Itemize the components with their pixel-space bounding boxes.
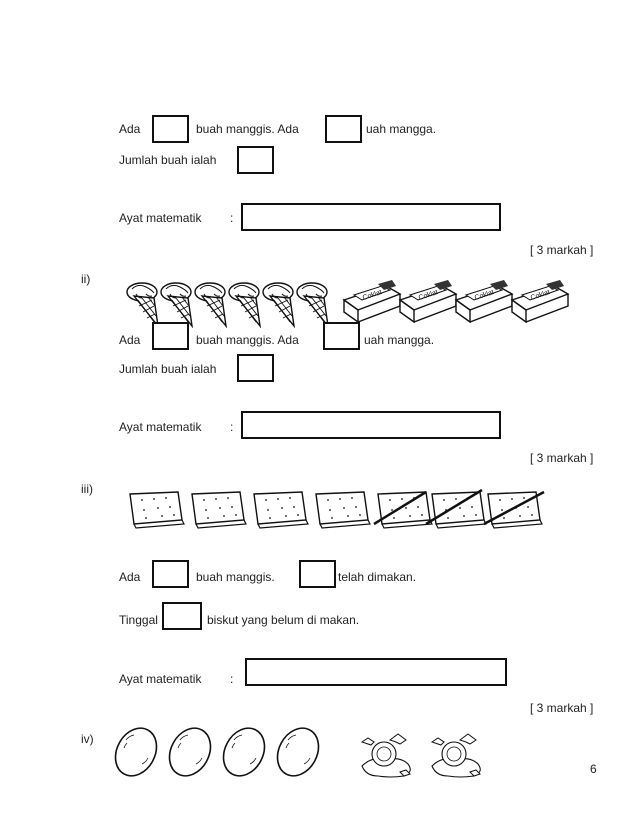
- biscuit-icon: [377, 491, 433, 529]
- q2-manggis-answer-box[interactable]: [152, 322, 189, 350]
- q3-ayat-label: Ayat matematik: [119, 672, 202, 686]
- cross-out-line: [425, 488, 483, 526]
- q2-mangga-text: uah mangga.: [364, 333, 435, 347]
- chocolate-bar-icon: [399, 279, 457, 323]
- q1-jumlah-answer-box[interactable]: [237, 146, 274, 174]
- q2-picture-row: Coklat: [126, 279, 569, 327]
- q2-ayat-label: Ayat matematik: [119, 420, 202, 434]
- q1-jumlah-text: Jumlah buah ialah: [119, 153, 217, 167]
- q3-label: iii): [81, 482, 93, 496]
- ice-cream-cone-icon: [262, 282, 295, 327]
- ice-cream-cone-icon: [126, 282, 159, 327]
- q3-ada-answer-box[interactable]: [152, 560, 189, 588]
- q3-biskut-text: biskut yang belum di makan.: [207, 613, 360, 627]
- chocolate-bar-icon: [511, 279, 569, 323]
- ice-cream-cone-icon: [296, 282, 329, 327]
- q1-markah: [ 3 markah ]: [530, 243, 594, 257]
- q2-manggis-text: buah manggis. Ada: [196, 333, 299, 347]
- q1-ada-text: Ada: [119, 122, 141, 136]
- biscuit-icon: [191, 491, 247, 529]
- page-number: 6: [590, 762, 597, 776]
- egg-icon: [108, 722, 166, 780]
- chocolate-bar-icon: [343, 279, 401, 323]
- q1-ayat-label: Ayat matematik: [119, 211, 202, 225]
- q1-manggis-answer-box[interactable]: [152, 115, 189, 143]
- cross-out-line: [373, 490, 427, 526]
- ice-cream-cone-icon: [160, 282, 193, 327]
- biscuit-icon: [315, 491, 371, 529]
- egg-icon: [160, 722, 220, 780]
- cracked-egg-icon: [361, 733, 411, 778]
- q1-colon: :: [230, 211, 234, 225]
- ice-cream-cone-icon: [194, 282, 227, 327]
- q3-picture-row: [129, 488, 545, 529]
- egg-icon: [214, 722, 274, 780]
- q3-manggis-text: buah manggis.: [196, 570, 275, 584]
- q1-ayat-answer-box[interactable]: [241, 203, 501, 231]
- cross-out-line: [483, 490, 545, 526]
- q3-colon: :: [230, 672, 234, 686]
- q2-jumlah-answer-box[interactable]: [237, 354, 274, 382]
- cracked-egg-icon: [431, 733, 481, 778]
- q3-ayat-answer-box[interactable]: [245, 658, 507, 686]
- chocolate-bar-icon: [455, 279, 513, 323]
- q2-jumlah-text: Jumlah buah ialah: [119, 362, 217, 376]
- q2-label: ii): [81, 272, 91, 286]
- biscuit-icon: [431, 491, 487, 529]
- q3-ada-text: Ada: [119, 570, 141, 584]
- q2-mangga-answer-box[interactable]: [323, 322, 360, 350]
- egg-icon: [268, 722, 328, 780]
- q2-ada-text: Ada: [119, 333, 141, 347]
- biscuit-icon: [129, 491, 185, 529]
- q4-label: iv): [81, 732, 94, 746]
- q3-tinggal-answer-box[interactable]: [162, 602, 202, 630]
- q3-markah: [ 3 markah ]: [530, 701, 594, 715]
- q2-ayat-answer-box[interactable]: [241, 411, 501, 439]
- q4-picture-row: [108, 722, 481, 780]
- biscuit-icon: [253, 491, 309, 529]
- q2-markah: [ 3 markah ]: [530, 451, 594, 465]
- q1-mangga-text: uah mangga.: [366, 122, 437, 136]
- q1-manggis-text: buah manggis. Ada: [196, 122, 299, 136]
- q1-mangga-answer-box[interactable]: [325, 115, 362, 143]
- q2-colon: :: [230, 420, 234, 434]
- q3-dimakan-answer-box[interactable]: [299, 560, 336, 588]
- q3-tinggal-text: Tinggal: [119, 613, 158, 627]
- q3-dimakan-text: telah dimakan.: [338, 570, 417, 584]
- ice-cream-cone-icon: [228, 282, 261, 327]
